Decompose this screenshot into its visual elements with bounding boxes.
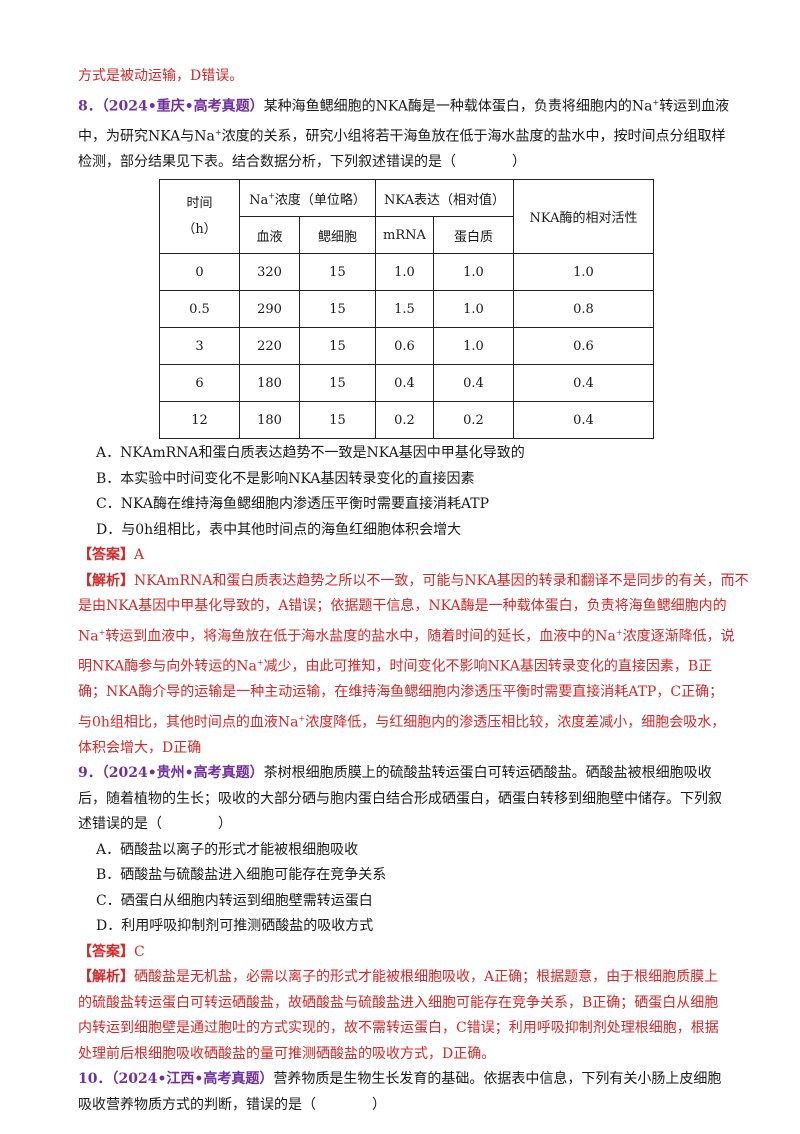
q8-answer: 【答案】A xyxy=(78,547,145,564)
previous-answer-tail: 方式是被动运输，D错误。 xyxy=(78,68,244,84)
q10-source: （2024•江西•高考真题） xyxy=(111,1071,274,1088)
header-blood: 血液 xyxy=(239,216,300,255)
q9-number: 9． xyxy=(78,765,102,782)
q10-stem-line-2: 吸收营养物质方式的判断，错误的是（ ） xyxy=(78,1096,386,1113)
table-subheader-row: 血液 鳃细胞 mRNA 蛋白质 xyxy=(160,216,654,255)
q9-answer: 【答案】C xyxy=(78,943,145,960)
page: 方式是被动运输，D错误。 8．（2024•重庆•高考真题）某种海鱼鳃细胞的NKA… xyxy=(78,64,749,1118)
header-nka-activity: NKA酶的相对活性 xyxy=(513,179,654,255)
q8-stem-line-1: 8．（2024•重庆•高考真题）某种海鱼鳃细胞的NKA酶是一种载体蛋白，负责将细… xyxy=(78,97,730,115)
header-nka-expression: NKA表达（相对值） xyxy=(375,179,514,218)
q9-option-c: C．硒蛋白从细胞内转运到细胞壁需转运蛋白 xyxy=(96,892,373,909)
header-gill-cell: 鳃细胞 xyxy=(299,216,376,255)
q9-stem-line-2: 后，随着植物的生长；吸收的大部分硒与胞内蛋白结合形成硒蛋白，硒蛋白转移到细胞壁中… xyxy=(78,790,722,807)
q9-stem-line-3: 述错误的是（ ） xyxy=(78,816,232,833)
q9-analysis: 【解析】硒酸盐是无机盐，必需以离子的形式才能被根细胞吸收，A正确；根据题意，由于… xyxy=(78,969,719,1062)
q8-analysis: 【解析】NKAmRNA和蛋白质表达趋势之所以不一致，可能与NKA基因的转录和翻译… xyxy=(78,572,749,756)
q8-option-c: C．NKA酶在维持海鱼鳃细胞内渗透压平衡时需要直接消耗ATP xyxy=(96,496,490,513)
q9-stem-line-1: 9．（2024•贵州•高考真题）茶树根细胞质膜上的硫酸盐转运蛋白可转运硒酸盐。硒… xyxy=(78,765,712,782)
q8-number: 8． xyxy=(78,98,102,115)
table-header-row: 时间 （h） Na+浓度（单位略） NKA表达（相对值） NKA酶的相对活性 xyxy=(159,179,654,255)
q8-data-table: 时间 （h） Na+浓度（单位略） NKA表达（相对值） NKA酶的相对活性 血… xyxy=(159,179,654,440)
q8-stem-line-2: 中，为研究NKA与Na+浓度的关系，研究小组将若干海鱼放在低于海水盐度的盐水中，… xyxy=(78,127,726,145)
q8-option-a: A．NKAmRNA和蛋白质表达趋势不一致是NKA基因中甲基化导致的 xyxy=(96,445,525,462)
q10-stem-line-1: 10．（2024•江西•高考真题）营养物质是生物生长发育的基础。依据表中信息，下… xyxy=(78,1071,722,1088)
q10-number: 10． xyxy=(78,1071,112,1088)
q8-source: （2024•重庆•高考真题） xyxy=(101,98,264,115)
q8-option-b: B．本实验中时间变化不是影响NKA基因转录变化的直接因素 xyxy=(96,470,475,487)
q8-option-d: D．与0h组相比，表中其他时间点的海鱼红细胞体积会增大 xyxy=(96,521,462,538)
q9-option-a: A．硒酸盐以离子的形式才能被根细胞吸收 xyxy=(96,841,359,858)
q9-option-b: B．硒酸盐与硫酸盐进入细胞可能存在竞争关系 xyxy=(96,867,387,884)
header-mrna: mRNA xyxy=(375,216,434,255)
header-na-concentration: Na+浓度（单位略） xyxy=(239,179,376,218)
q8-stem-line-3: 检测，部分结果见下表。结合数据分析，下列叙述错误的是（ ） xyxy=(78,153,526,170)
q9-source: （2024•贵州•高考真题） xyxy=(101,765,264,782)
q9-option-d: D．利用呼吸抑制剂可推测硒酸盐的吸收方式 xyxy=(96,918,374,935)
header-time: 时间 （h） xyxy=(159,179,240,255)
header-protein: 蛋白质 xyxy=(433,216,514,255)
